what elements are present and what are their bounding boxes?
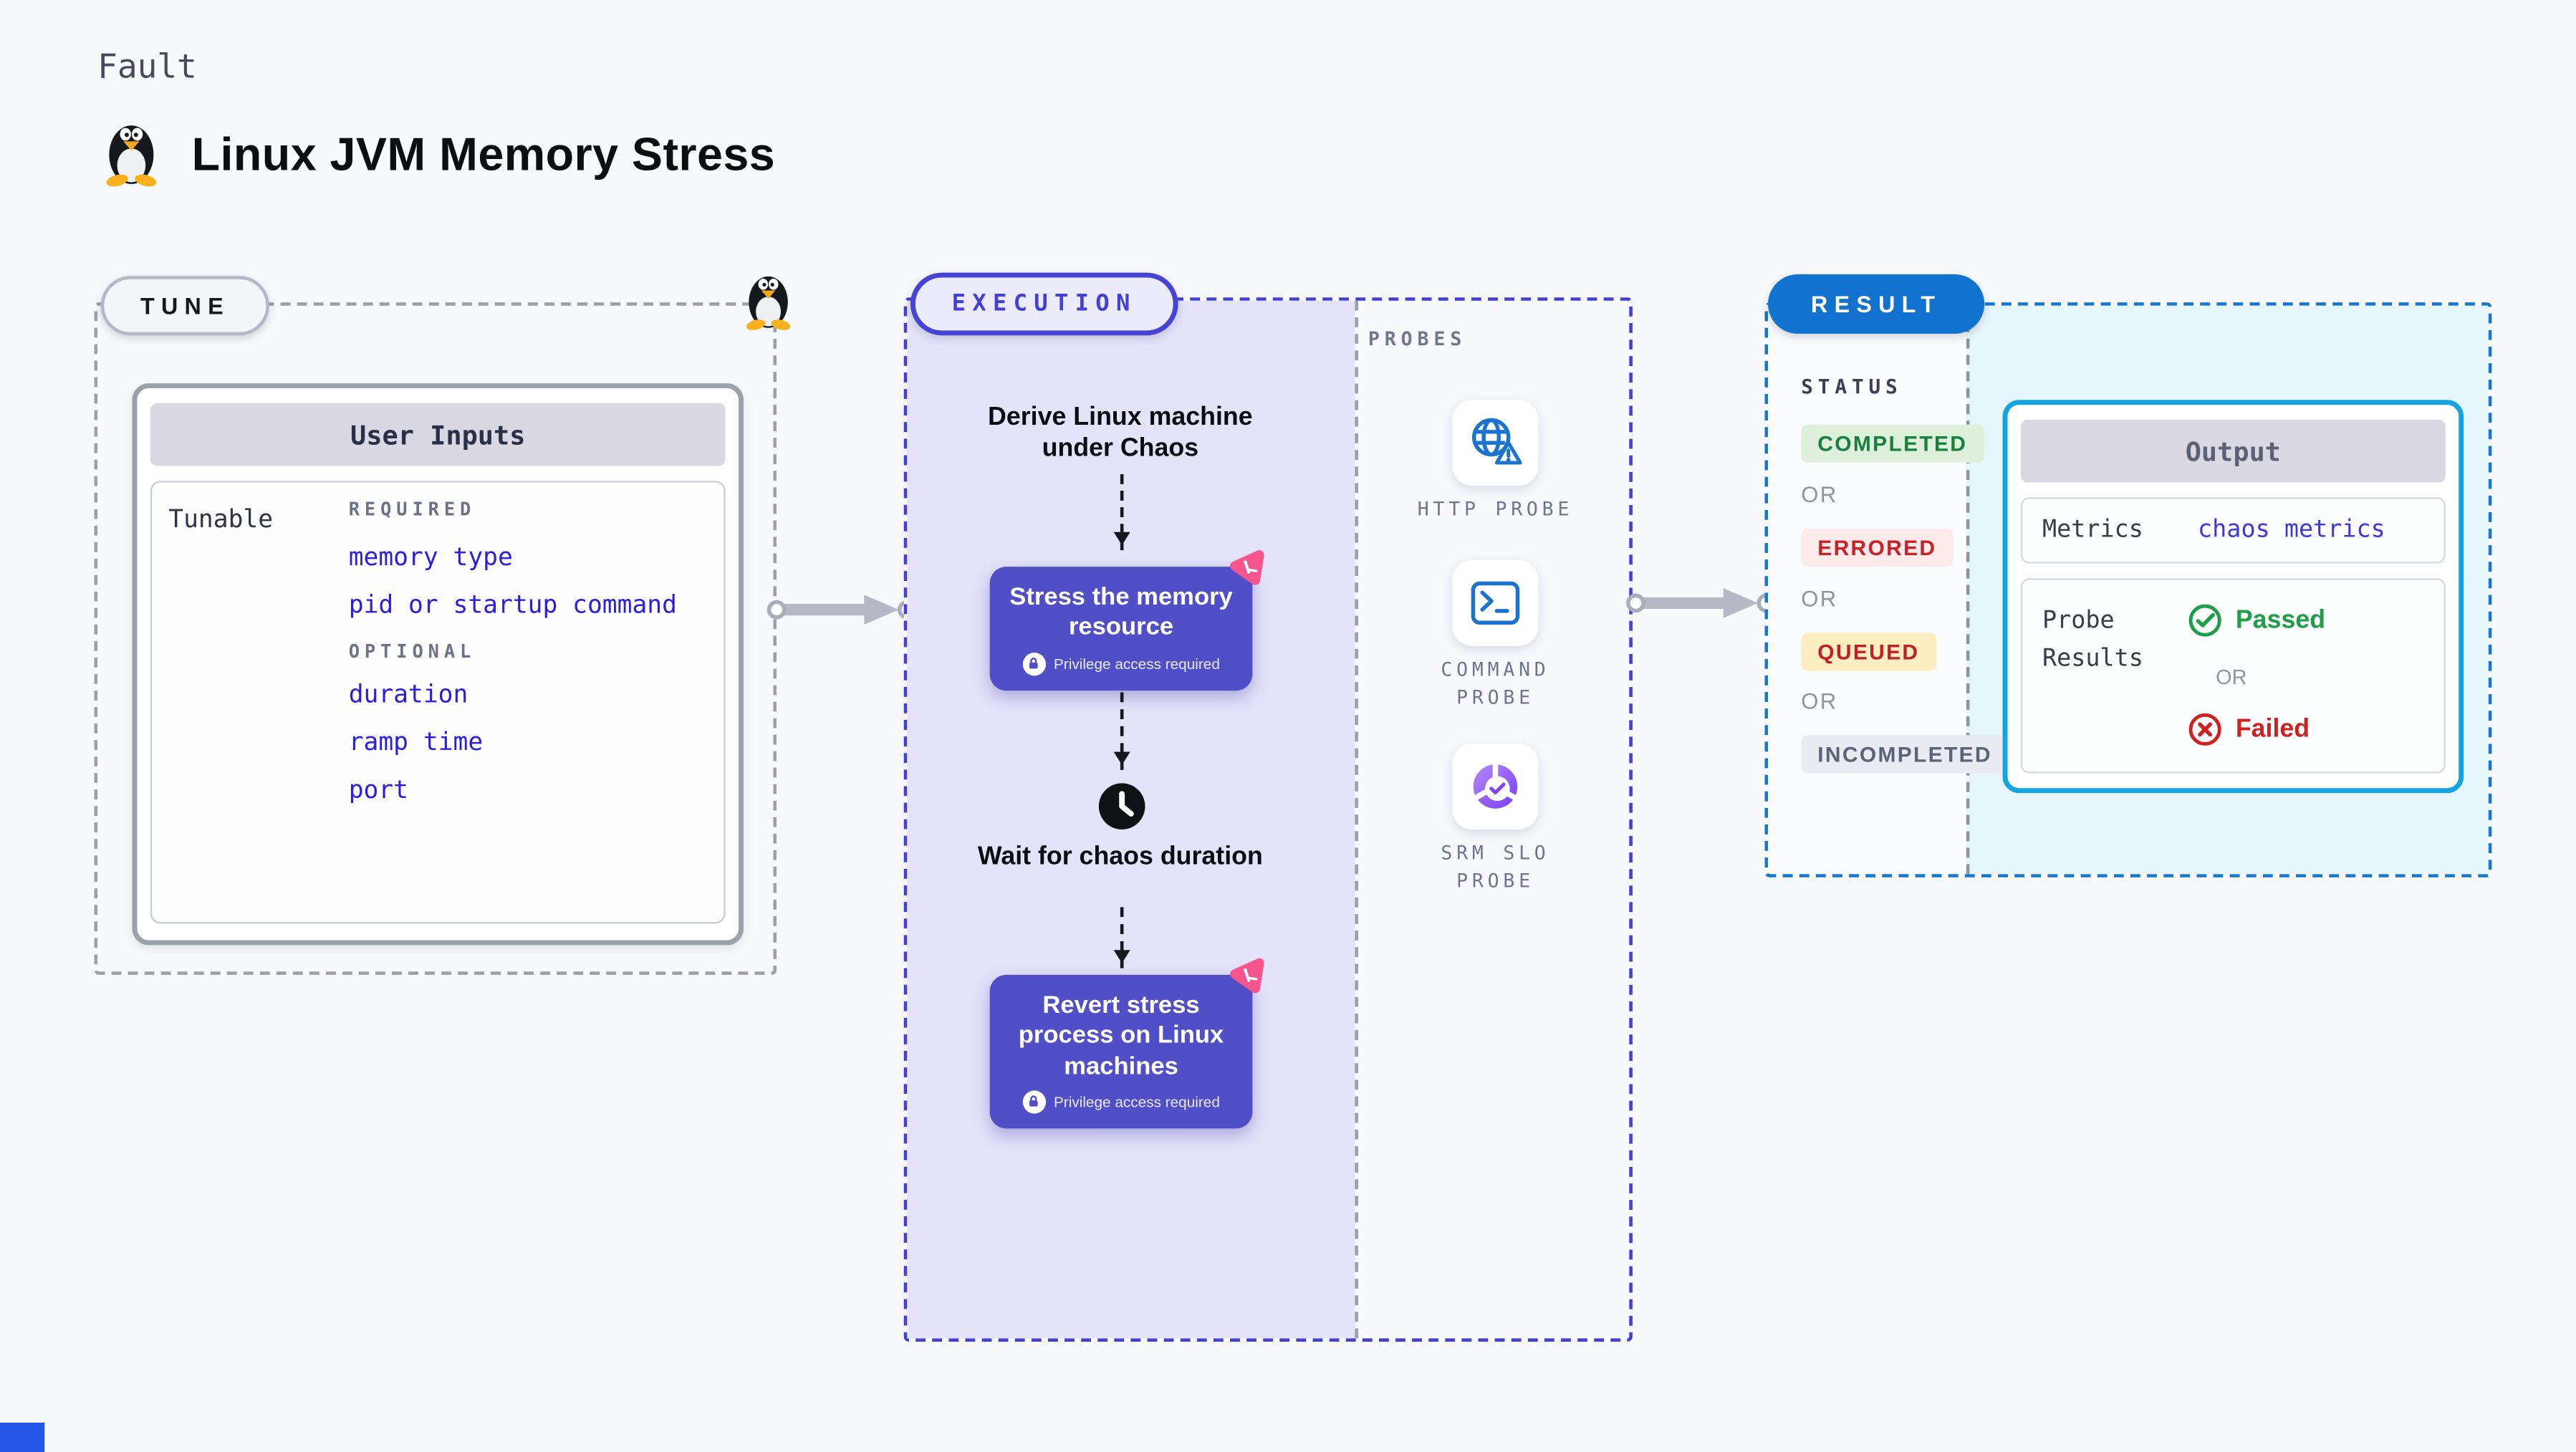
slo-donut-icon	[1471, 760, 1520, 809]
terminal-icon	[1471, 581, 1520, 625]
param-duration[interactable]: duration	[348, 679, 468, 709]
check-circle-icon	[2188, 604, 2221, 637]
probe-passed-row: Passed	[2188, 603, 2325, 638]
srm-slo-probe-label: SRM SLO PROBE	[1441, 841, 1550, 893]
x-circle-icon	[2188, 713, 2221, 746]
metrics-label: Metrics	[2042, 516, 2143, 544]
page-title: Linux JVM Memory Stress	[191, 128, 776, 181]
chaos-experiment-icon	[1226, 957, 1267, 1004]
privilege-note: Privilege access required	[1053, 655, 1220, 672]
flow-connector-3	[1113, 907, 1130, 968]
user-inputs-card: User Inputs Tunable REQUIRED memory type…	[132, 383, 744, 946]
step-stress-memory-node[interactable]: Stress the memory resource Privilege acc…	[989, 550, 1264, 691]
param-memory-type[interactable]: memory type	[348, 542, 513, 572]
tunable-panel: Tunable REQUIRED memory type pid or star…	[150, 481, 726, 924]
status-badge-errored: ERRORED	[1801, 529, 1953, 567]
flow-connector-1	[1113, 473, 1130, 551]
param-ramp-time[interactable]: ramp time	[348, 726, 484, 757]
command-probe-card[interactable]	[1452, 559, 1539, 646]
or-separator: OR	[1801, 586, 1838, 612]
arrow-execution-to-result	[1623, 583, 1778, 631]
tune-section: TUNE User Inputs Tunable REQUIRED memory…	[94, 276, 791, 975]
failed-label: Failed	[2235, 714, 2310, 743]
param-port[interactable]: port	[348, 774, 409, 805]
http-probe-card[interactable]	[1452, 400, 1539, 486]
status-badge-completed: COMPLETED	[1801, 424, 1984, 463]
probe-results-label: Probe Results	[2042, 607, 2143, 673]
chaos-metrics-link[interactable]: chaos metrics	[2198, 516, 2385, 544]
step-revert-stress-node[interactable]: Revert stress process on Linux machines …	[989, 958, 1264, 1129]
step-stress-memory-label: Stress the memory resource	[1009, 583, 1233, 642]
tune-badge: TUNE	[100, 276, 270, 336]
status-badge-incompleted: INCOMPLETED	[1801, 735, 2009, 774]
user-inputs-header: User Inputs	[150, 403, 726, 466]
flow-connector-2	[1113, 692, 1130, 770]
or-separator: OR	[2216, 665, 2247, 689]
probes-divider	[1355, 300, 1359, 1339]
srm-slo-probe-card[interactable]	[1452, 743, 1539, 830]
step-revert-stress-label: Revert stress process on Linux machines	[1018, 991, 1224, 1080]
optional-label: OPTIONAL	[348, 640, 476, 663]
probe-failed-row: Failed	[2188, 712, 2310, 746]
required-label: REQUIRED	[348, 499, 476, 521]
step-wait-duration: Wait for chaos duration	[977, 842, 1263, 871]
or-separator: OR	[1801, 482, 1838, 508]
status-label: STATUS	[1801, 375, 1903, 398]
linux-tux-icon-small	[740, 266, 796, 340]
probes-label: PROBES	[1368, 327, 1467, 350]
output-card: Output Metrics chaos metrics Probe Resul…	[2002, 400, 2464, 794]
lock-icon	[1022, 652, 1046, 675]
step-derive-machine: Derive Linux machine under Chaos	[988, 403, 1253, 463]
execution-section: EXECUTION Derive Linux machine under Cha…	[903, 272, 1633, 1342]
arrow-tune-to-execution	[764, 590, 919, 638]
lock-icon	[1022, 1090, 1046, 1114]
chaos-experiment-icon	[1226, 549, 1267, 595]
result-section: RESULT STATUS COMPLETED OR ERRORED OR QU…	[1764, 274, 2492, 878]
privilege-note-row: Privilege access required	[1003, 1090, 1239, 1114]
globe-alert-icon	[1471, 418, 1522, 465]
metrics-row: Metrics chaos metrics	[2020, 497, 2446, 564]
command-probe-label: COMMAND PROBE	[1441, 658, 1550, 710]
result-divider	[1966, 305, 1970, 875]
privilege-note-row: Privilege access required	[1003, 652, 1239, 675]
result-badge: RESULT	[1768, 274, 1985, 334]
title-row: Linux JVM Memory Stress	[99, 115, 775, 195]
privilege-note: Privilege access required	[1053, 1093, 1220, 1110]
execution-badge: EXECUTION	[910, 272, 1178, 336]
probe-results-row: Probe Results Passed OR Failed	[2020, 578, 2446, 774]
tunable-label: Tunable	[168, 504, 274, 534]
clock-icon	[1097, 782, 1147, 840]
linux-tux-icon	[99, 115, 163, 195]
corner-accent-block	[0, 1422, 45, 1452]
fault-kicker: Fault	[97, 46, 197, 86]
or-separator: OR	[1801, 688, 1838, 714]
output-header: Output	[2020, 419, 2446, 483]
http-probe-label: HTTP PROBE	[1417, 497, 1574, 521]
status-badge-queued: QUEUED	[1801, 633, 1936, 671]
param-pid-or-startup-command[interactable]: pid or startup command	[348, 590, 677, 620]
passed-label: Passed	[2235, 605, 2326, 634]
